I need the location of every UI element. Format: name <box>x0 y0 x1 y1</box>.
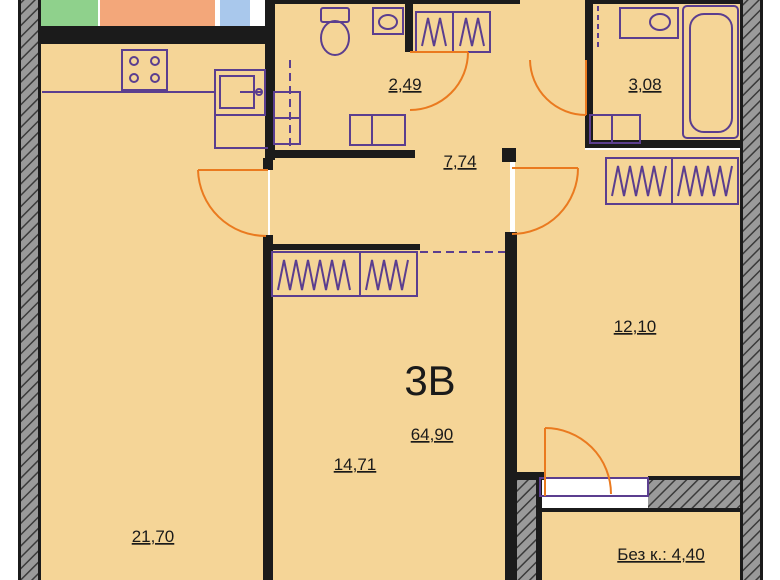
wardrobe-bedroom2 <box>271 251 418 297</box>
wall-wc-left <box>585 0 593 145</box>
bathroom-floor <box>275 0 410 150</box>
living-room-floor <box>40 44 268 580</box>
wardrobe-bedroom1 <box>605 157 739 205</box>
room-area-hall: 7,74 <box>443 152 476 171</box>
room-area-bedroom2: 14,71 <box>334 455 377 474</box>
wall-top-edge <box>270 0 520 4</box>
wall-balcony-left <box>536 478 542 580</box>
wall-bedroom2-top <box>270 244 420 250</box>
neighbor-green-block <box>40 0 98 26</box>
neighbor-blue-block <box>220 0 250 26</box>
room-area-bath: 2,49 <box>388 75 421 94</box>
door-living <box>197 169 268 237</box>
room-area-wc: 3,08 <box>628 75 661 94</box>
door-balcony <box>544 427 612 496</box>
apartment-type-label: 3B <box>404 357 455 404</box>
outer-wall-left <box>20 0 40 580</box>
outer-wall-edge-right <box>760 0 763 580</box>
balcony-edge <box>542 508 742 512</box>
wall-stub-upper <box>263 158 273 170</box>
stove-icon <box>121 49 168 91</box>
outer-wall-right <box>740 0 762 580</box>
balcony-floor <box>540 512 740 580</box>
outer-wall-edge-left <box>18 0 21 580</box>
wall-hall-corner <box>502 148 516 162</box>
wall-top-kitchen <box>40 26 268 44</box>
wall-living-bedroom2 <box>263 235 273 580</box>
wall-bedroom2-bedroom1 <box>505 232 517 580</box>
wall-bath-bottom <box>265 150 415 158</box>
room-area-balcony: Без к.: 4,40 <box>617 545 704 564</box>
wall-bedroom1-bottom <box>515 472 545 480</box>
apartment-total-area: 64,90 <box>411 425 454 444</box>
wc-floor <box>590 0 740 145</box>
wall-kitchen-bath <box>265 0 275 160</box>
door-bedroom1 <box>511 167 579 235</box>
bedroom2-floor <box>272 250 507 580</box>
balcony-wall-top <box>648 478 740 512</box>
wall-top-edge-right <box>590 0 740 4</box>
hall-floor <box>270 155 510 250</box>
room-area-living: 21,70 <box>132 527 175 546</box>
appliance-icon <box>273 91 406 146</box>
neighbor-orange-block <box>100 0 215 26</box>
kitchen-counter-corner <box>214 115 268 149</box>
wall-wc-bottom <box>585 140 743 148</box>
door-wc <box>529 59 587 116</box>
wall-bath-right <box>405 0 413 52</box>
wc-appliance-icon <box>589 114 641 144</box>
outer-wall-edge-left-inner <box>38 0 41 580</box>
outer-wall-edge-right-inner <box>740 0 743 580</box>
wall-bedroom1-bottom-right <box>648 476 740 480</box>
bathtub-icon <box>682 5 739 139</box>
toilet-icon <box>320 7 350 56</box>
bathroom-sink-icon <box>372 7 404 35</box>
door-bath <box>409 51 469 111</box>
wc-sink-icon <box>619 7 679 39</box>
room-area-bedroom1: 12,10 <box>614 317 657 336</box>
hall-upper-floor <box>410 0 585 155</box>
balcony-door-frame <box>539 477 649 497</box>
